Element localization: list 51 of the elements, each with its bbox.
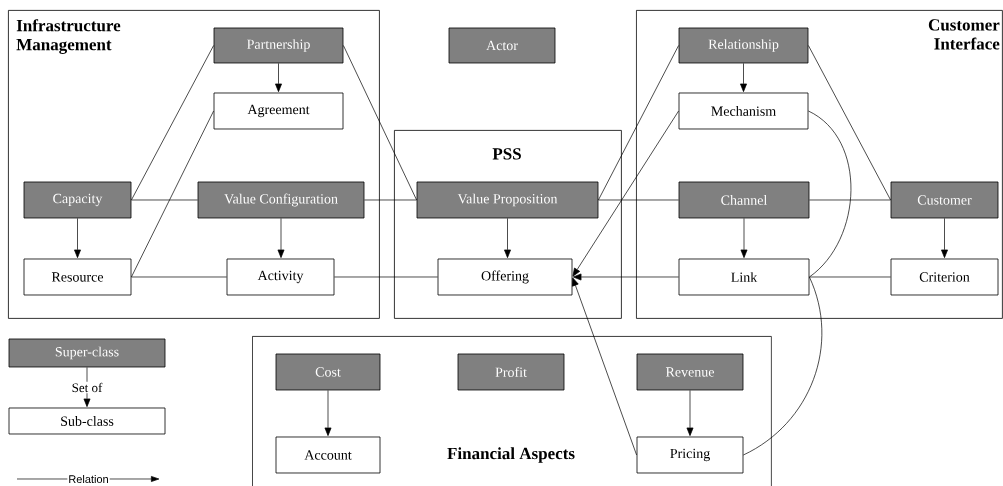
connector: [343, 45, 417, 201]
connector: [131, 45, 214, 201]
connector: [740, 63, 747, 92]
super-class-box: Cost: [275, 353, 381, 391]
sub-class-box: Link: [678, 258, 810, 296]
connector: [334, 276, 438, 278]
relation-sample: Relation: [16, 473, 160, 485]
connector: [364, 199, 417, 201]
super-class-box: Partnership: [213, 27, 344, 64]
super-class-box: Value Configuration: [197, 181, 365, 219]
connector: [572, 277, 637, 456]
connector: [598, 45, 679, 201]
connector: [74, 218, 81, 258]
connector: [941, 218, 948, 258]
sub-class-box: Sub-class: [8, 407, 166, 435]
connector: [809, 199, 891, 201]
sub-class-box: Mechanism: [678, 92, 809, 130]
super-class-box: Super-class: [8, 338, 166, 368]
sub-class-box: Account: [275, 436, 381, 474]
connector: [743, 276, 823, 456]
connector: [740, 218, 748, 258]
super-class-box: Relationship: [678, 27, 809, 64]
sub-class-box: Agreement: [213, 92, 344, 130]
connector: [131, 199, 198, 201]
super-class-box: Revenue: [636, 353, 744, 391]
connector: [808, 45, 891, 201]
super-class-box: Value Proposition: [416, 181, 599, 219]
connector: [809, 276, 891, 278]
sub-class-box: Criterion: [890, 258, 999, 296]
connector: [131, 276, 227, 278]
super-class-box: Capacity: [23, 181, 132, 219]
connector: [277, 218, 285, 258]
connector: [324, 390, 332, 436]
super-class-box: Actor: [448, 27, 556, 64]
connector: [504, 218, 511, 258]
sub-class-box: Offering: [437, 258, 573, 296]
connector: [83, 367, 91, 407]
connector: [131, 110, 214, 278]
connector: [686, 390, 694, 436]
connector: [808, 110, 852, 278]
super-class-box: Channel: [678, 181, 810, 219]
connector: [598, 199, 679, 201]
connector: [572, 110, 679, 277]
connector: [573, 273, 679, 281]
sub-class-box: Activity: [226, 258, 335, 296]
sub-class-box: Pricing: [636, 436, 744, 474]
edge-label: Set of: [70, 381, 104, 394]
super-class-box: Customer: [890, 181, 999, 219]
super-class-box: Profit: [457, 353, 565, 391]
sub-class-box: Resource: [23, 258, 132, 296]
connector: [275, 63, 282, 92]
